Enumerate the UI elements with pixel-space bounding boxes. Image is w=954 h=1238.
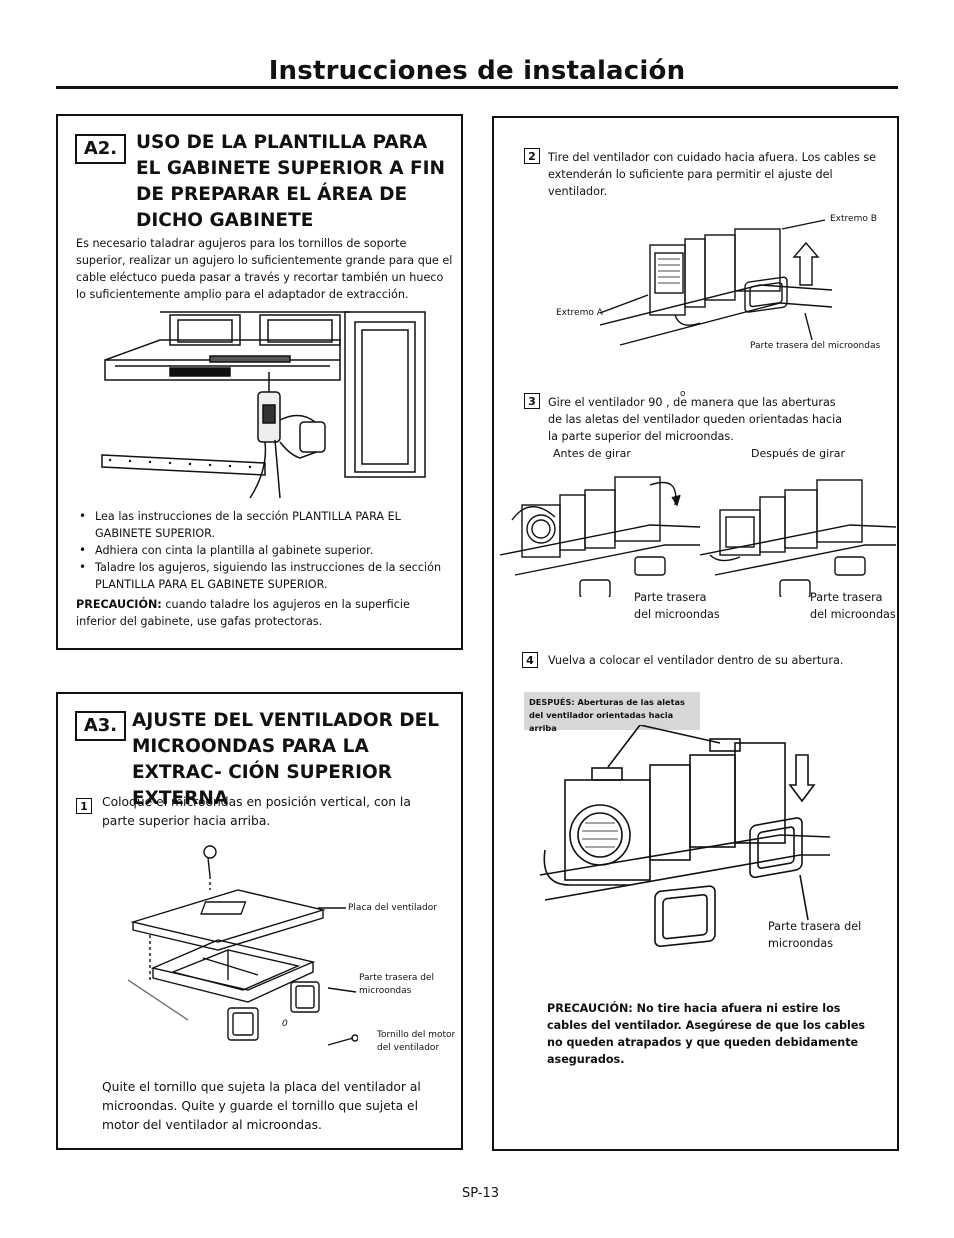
section-a2-heading: USO DE LA PLANTILLA PARA EL GABINETE SUP… [136, 132, 446, 231]
step-2-number: 2 [524, 148, 540, 164]
step-1-text: Coloque el microondas en posición vertic… [102, 795, 411, 828]
step-4-number: 4 [522, 652, 538, 668]
section-a2-number: A2. [75, 134, 126, 164]
right-caution: PRECAUCIÓN: No tire hacia afuera ni esti… [547, 1002, 866, 1066]
title-rule [56, 86, 898, 89]
fan-rotate-before-illustration [500, 476, 700, 597]
fan-rotate-after-illustration [700, 479, 896, 597]
label-back-a3: Parte trasera del microondas [359, 973, 434, 996]
section-a2 [56, 114, 463, 650]
step-2-text: Tire del ventilador con cuidado hacia af… [548, 151, 877, 198]
step-3-number: 3 [524, 393, 540, 409]
after-label-text: Aberturas de las aletas del ventilador o… [529, 697, 685, 733]
section-a3 [56, 692, 463, 1150]
label-motor-screw: Tornillo del motor del ventilador [377, 1030, 456, 1053]
label-zero: 0 [282, 1019, 288, 1029]
list-item: Lea las instrucciones de la sección PLAN… [76, 508, 456, 542]
label-end-b: Extremo B [830, 214, 877, 224]
section-a3-bottom-text: Quite el tornillo que sujeta la placa de… [102, 1080, 421, 1132]
step-4-text: Vuelva a colocar el ventilador dentro de… [548, 654, 844, 667]
right-column-box [492, 116, 899, 1151]
section-a2-bullets: Lea las instrucciones de la sección PLAN… [76, 508, 456, 593]
label-back-before: Parte trasera del microondas [634, 591, 720, 621]
label-fan-plate: Placa del ventilador [348, 903, 437, 913]
label-back-step4: Parte trasera del microondas [768, 920, 862, 950]
section-a2-intro: Es necesario taladrar agujeros para los … [76, 237, 453, 301]
after-label-box [524, 692, 700, 730]
section-a3-heading: AJUSTE DEL VENTILADOR DEL MICROONDAS PAR… [132, 710, 440, 809]
after-label: DESPUÉS: Aberturas de las aletas del ven… [529, 696, 699, 735]
section-a2-caution: PRECAUCIÓN: cuando taladre los agujeros … [76, 596, 448, 630]
label-end-a: Extremo A [556, 308, 603, 318]
drill-cabinet-illustration [101, 311, 426, 499]
section-a3-number: A3. [75, 711, 126, 741]
caution-label: PRECAUCIÓN: [76, 598, 162, 611]
degree-symbol: o [680, 389, 686, 399]
after-label-head: DESPUÉS: [529, 697, 575, 707]
fan-reinstall-illustration [539, 725, 830, 948]
label-back-after: Parte trasera del microondas [810, 591, 896, 621]
label-after-rotate: Después de girar [751, 447, 845, 460]
fan-plate-illustration [128, 845, 358, 1046]
caution-text: cuando taladre los agujeros en la superf… [76, 598, 410, 628]
page-title: Instrucciones de instalación [268, 56, 686, 86]
label-back-step2: Parte trasera del microondas [750, 341, 881, 351]
page-number: SP-13 [462, 1186, 500, 1201]
label-before-rotate: Antes de girar [553, 447, 631, 460]
step-1-number: 1 [76, 798, 92, 814]
list-item: Taladre los agujeros, siguiendo las inst… [76, 559, 456, 593]
fan-pull-out-illustration [600, 219, 832, 346]
list-item: Adhiera con cinta la plantilla al gabine… [76, 542, 456, 559]
step-3-text: Gire el ventilador 90 , de manera que la… [548, 396, 843, 443]
